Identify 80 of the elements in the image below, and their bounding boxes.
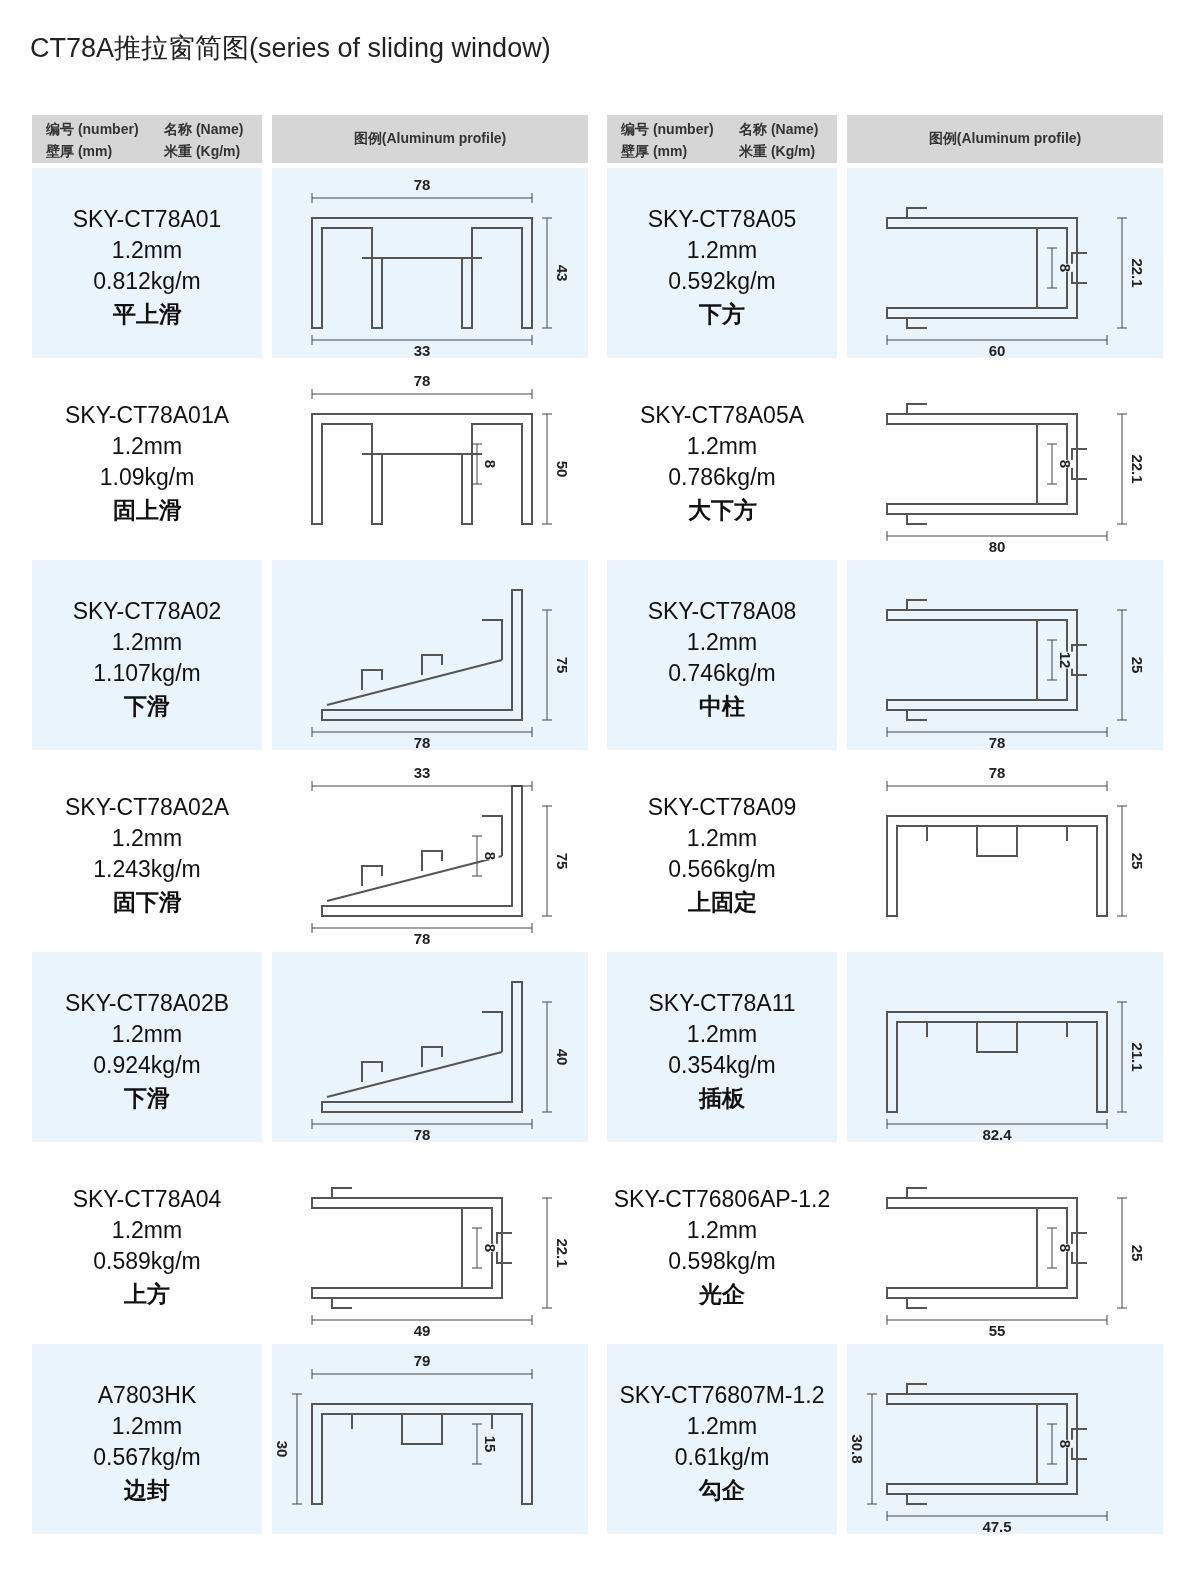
column-header: 编号 (number) [621,121,714,139]
column-header: 名称 (Name) [164,121,244,139]
drawing-cell [272,952,588,1142]
page-title: CT78A推拉窗简图(series of sliding window) [30,32,551,65]
wall-thickness: 1.2mm [686,237,758,264]
header-cell [607,115,837,163]
unit-weight: 0.61kg/m [674,1444,770,1471]
wall-thickness: 1.2mm [686,433,758,460]
header-cell [272,115,588,163]
profile-name: 勾企 [699,1476,745,1505]
product-code: SKY-CT78A04 [72,1186,222,1213]
unit-weight: 1.09kg/m [99,464,195,491]
unit-weight: 0.924kg/m [93,1052,201,1079]
profile-name: 大下方 [687,496,757,525]
wall-thickness: 1.2mm [111,1217,183,1244]
product-code: SKY-CT78A11 [648,990,796,1017]
product-code: SKY-CT78A01A [64,402,230,429]
wall-thickness: 1.2mm [686,1021,758,1048]
drawing-cell [847,1344,1163,1534]
column-header: 壁厚 (mm) [621,143,688,161]
header-cell [32,115,262,163]
column-header: 壁厚 (mm) [46,143,113,161]
profile-name: 下方 [699,300,745,329]
profile-name: 中柱 [699,692,745,721]
product-code: SKY-CT78A08 [647,598,797,625]
profile-name: 下滑 [124,692,170,721]
product-code: A7803HK [97,1382,197,1409]
drawing-cell [272,168,588,358]
unit-weight: 0.567kg/m [93,1444,201,1471]
wall-thickness: 1.2mm [111,433,183,460]
profile-name: 下滑 [124,1084,170,1113]
profile-name: 插板 [699,1084,745,1113]
profile-name: 光企 [699,1280,745,1309]
wall-thickness: 1.2mm [686,629,758,656]
drawing-cell [272,560,588,750]
product-code: SKY-CT78A02A [64,794,230,821]
product-code: SKY-CT78A01 [72,206,222,233]
unit-weight: 1.243kg/m [93,856,201,883]
drawing-cell [847,168,1163,358]
wall-thickness: 1.2mm [111,1021,183,1048]
column-header: 图例(Aluminum profile) [928,130,1082,148]
wall-thickness: 1.2mm [686,825,758,852]
profile-name: 平上滑 [112,300,182,329]
dimension-label: 8 [481,851,499,861]
profile-name: 固上滑 [112,496,182,525]
product-code: SKY-CT78A05 [647,206,797,233]
drawing-cell [847,952,1163,1142]
wall-thickness: 1.2mm [111,629,183,656]
column-header: 图例(Aluminum profile) [353,130,507,148]
product-code: SKY-CT78A02B [64,990,230,1017]
wall-thickness: 1.2mm [111,1413,183,1440]
unit-weight: 0.592kg/m [668,268,776,295]
product-code: SKY-CT78A02 [72,598,222,625]
wall-thickness: 1.2mm [111,825,183,852]
column-header: 米重 (Kg/m) [164,143,241,161]
product-code: SKY-CT78A09 [647,794,797,821]
product-code: SKY-CT78A05A [639,402,805,429]
wall-thickness: 1.2mm [686,1217,758,1244]
product-code: SKY-CT76807M-1.2 [619,1382,825,1409]
drawing-cell [847,560,1163,750]
unit-weight: 0.354kg/m [668,1052,776,1079]
drawing-cell [272,1344,588,1534]
wall-thickness: 1.2mm [111,237,183,264]
unit-weight: 0.746kg/m [668,660,776,687]
unit-weight: 0.589kg/m [93,1248,201,1275]
profile-name: 固下滑 [112,888,182,917]
profile-name: 上固定 [687,888,757,917]
column-header: 编号 (number) [46,121,139,139]
product-code: SKY-CT76806AP-1.2 [613,1186,831,1213]
profile-name: 边封 [124,1476,170,1505]
header-cell [847,115,1163,163]
unit-weight: 0.598kg/m [668,1248,776,1275]
wall-thickness: 1.2mm [686,1413,758,1440]
unit-weight: 0.812kg/m [93,268,201,295]
unit-weight: 0.566kg/m [668,856,776,883]
column-header: 名称 (Name) [739,121,819,139]
column-header: 米重 (Kg/m) [739,143,816,161]
unit-weight: 0.786kg/m [668,464,776,491]
unit-weight: 1.107kg/m [93,660,201,687]
profile-name: 上方 [124,1280,170,1309]
